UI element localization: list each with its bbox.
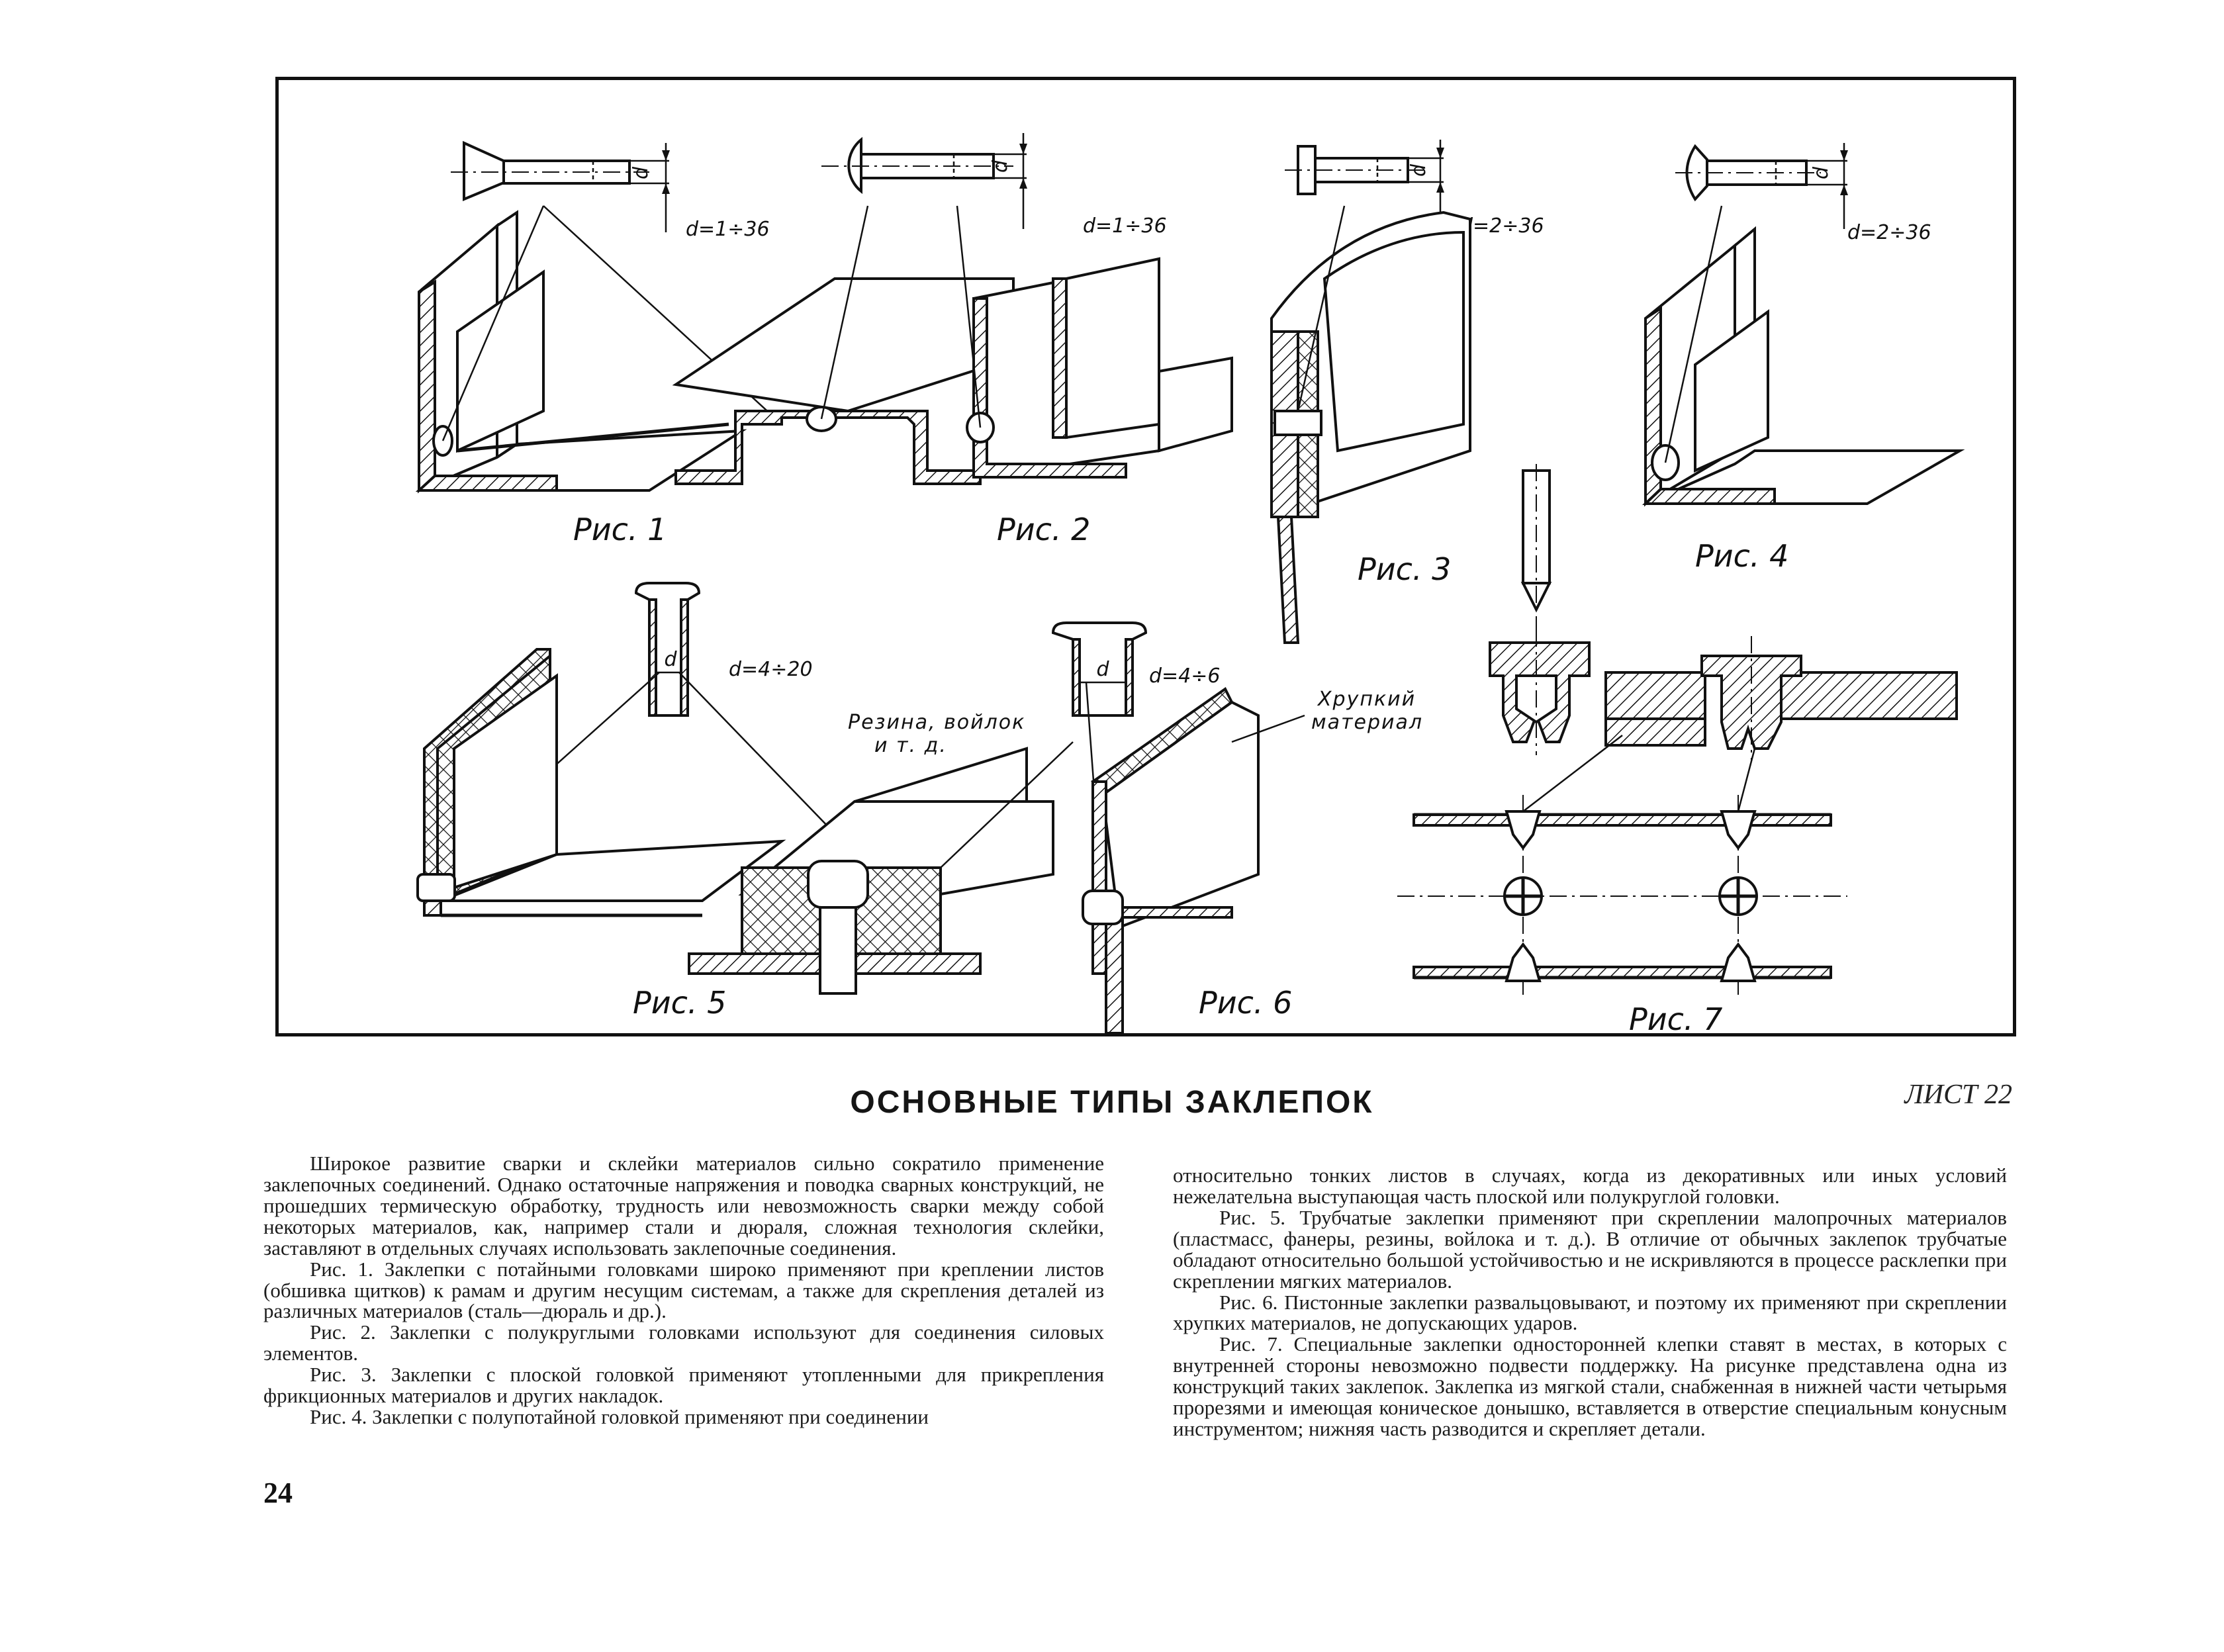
fig1-rivet: d d=1÷36 — [451, 140, 770, 241]
caption-fig4: Рис. 4 — [1695, 538, 1788, 574]
sheet-label: ЛИСТ 22 — [1904, 1079, 2012, 1110]
paragraph-fig2: Рис. 2. Заклепки с полукруглыми головкам… — [263, 1320, 1104, 1365]
paragraph-intro: Широкое развитие сварки и склейки матери… — [263, 1152, 1104, 1260]
paragraph-fig3: Рис. 3. Заклепки с плоской головкой прим… — [263, 1363, 1104, 1408]
fig7-tube — [1397, 735, 1847, 1000]
fig3-shoe — [1270, 205, 1471, 644]
figure-3: d d=2÷36 Рис. 3 — [1270, 140, 1544, 644]
caption-fig3: Рис. 3 — [1358, 551, 1451, 587]
page-number: 24 — [263, 1477, 293, 1509]
fig5-note-line2: и т. д. — [874, 734, 947, 757]
fig3-dimension: d=2÷36 — [1460, 214, 1544, 238]
fig2-rivet: d d=1÷36 — [821, 133, 1167, 238]
fig4-rivet: d d=2÷36 — [1675, 143, 1931, 244]
paragraph-fig7: Рис. 7. Специальные заклепки односторонн… — [1173, 1332, 2007, 1441]
fig6-note-line2: материал — [1311, 711, 1423, 734]
figure-5: d d=4÷20 Резина, войлок и т. д. Рис. 5 — [416, 582, 1074, 1021]
fig2-d-label: d — [989, 160, 1012, 173]
figure-4: d d=2÷36 Рис. 4 — [1642, 143, 1965, 574]
fig6-rivet: d d=4÷6 — [1051, 621, 1221, 862]
caption-fig7: Рис. 7 — [1629, 1001, 1722, 1033]
fig7-joint — [1604, 636, 1958, 762]
fig7-rivet — [1489, 629, 1591, 755]
fig6-dimension: d=4÷6 — [1149, 665, 1221, 688]
body-column-left: Широкое развитие сварки и склейки матери… — [263, 1153, 1104, 1428]
fig1-angle — [415, 205, 782, 494]
fig5-note-line1: Резина, войлок — [848, 711, 1025, 734]
figure-7: Рис. 7 — [1397, 464, 1958, 1033]
fig4-d-label: d — [1810, 166, 1833, 179]
fig5-dimension: d=4÷20 — [729, 658, 813, 681]
figure-2: d d=1÷36 Рис. 2 — [672, 133, 1233, 547]
fig6-note-line1: Хрупкий — [1317, 688, 1416, 711]
fig2-channel — [956, 205, 1233, 479]
paragraph-fig4-start: Рис. 4. Заклепки с полупотайной головкой… — [310, 1405, 929, 1429]
page-title: ОСНОВНЫЕ ТИПЫ ЗАКЛЕПОК — [850, 1085, 1374, 1120]
fig3-rivet: d d=2÷36 — [1285, 140, 1544, 238]
fig4-angle — [1642, 205, 1965, 507]
body-column-right: относительно тонких листов в случаях, ко… — [1173, 1165, 2007, 1440]
fig5-block: Резина, войлок и т. д. — [688, 711, 1074, 995]
fig7-punch — [1520, 464, 1552, 629]
rivet-drawings: d d=1÷36 Рис. 1 d d=1÷ — [415, 133, 1965, 1033]
fig5-d-label: d — [664, 648, 677, 671]
fig1-d-label: d — [629, 166, 653, 179]
fig1-dimension: d=1÷36 — [686, 218, 770, 241]
fig6-panel: Хрупкий материал — [1082, 687, 1423, 1033]
fig5-panel — [416, 648, 786, 917]
caption-fig2: Рис. 2 — [997, 512, 1090, 547]
paragraph-fig1: Рис. 1. Заклепки с потайными головками ш… — [263, 1257, 1104, 1323]
paragraph-fig4-end: относительно тонких листов в случаях, ко… — [1173, 1164, 2007, 1208]
figure-panel: d d=1÷36 Рис. 1 d d=1÷ — [275, 77, 2016, 1036]
fig2-dimension: d=1÷36 — [1083, 214, 1167, 238]
caption-fig5: Рис. 5 — [633, 985, 726, 1021]
fig6-d-label: d — [1096, 658, 1109, 681]
figure-6: d d=4÷6 Хрупкий материал Рис. 6 — [1051, 621, 1423, 1033]
figure-1: d d=1÷36 Рис. 1 — [415, 140, 782, 547]
paragraph-fig5: Рис. 5. Трубчатые заклепки применяют при… — [1173, 1205, 2007, 1293]
fig4-dimension: d=2÷36 — [1847, 221, 1931, 244]
caption-fig6: Рис. 6 — [1199, 985, 1292, 1021]
paragraph-fig6: Рис. 6. Пистонные заклепки развальцовыва… — [1173, 1290, 2007, 1335]
caption-fig1: Рис. 1 — [573, 512, 667, 547]
fig3-d-label: d — [1407, 163, 1430, 177]
